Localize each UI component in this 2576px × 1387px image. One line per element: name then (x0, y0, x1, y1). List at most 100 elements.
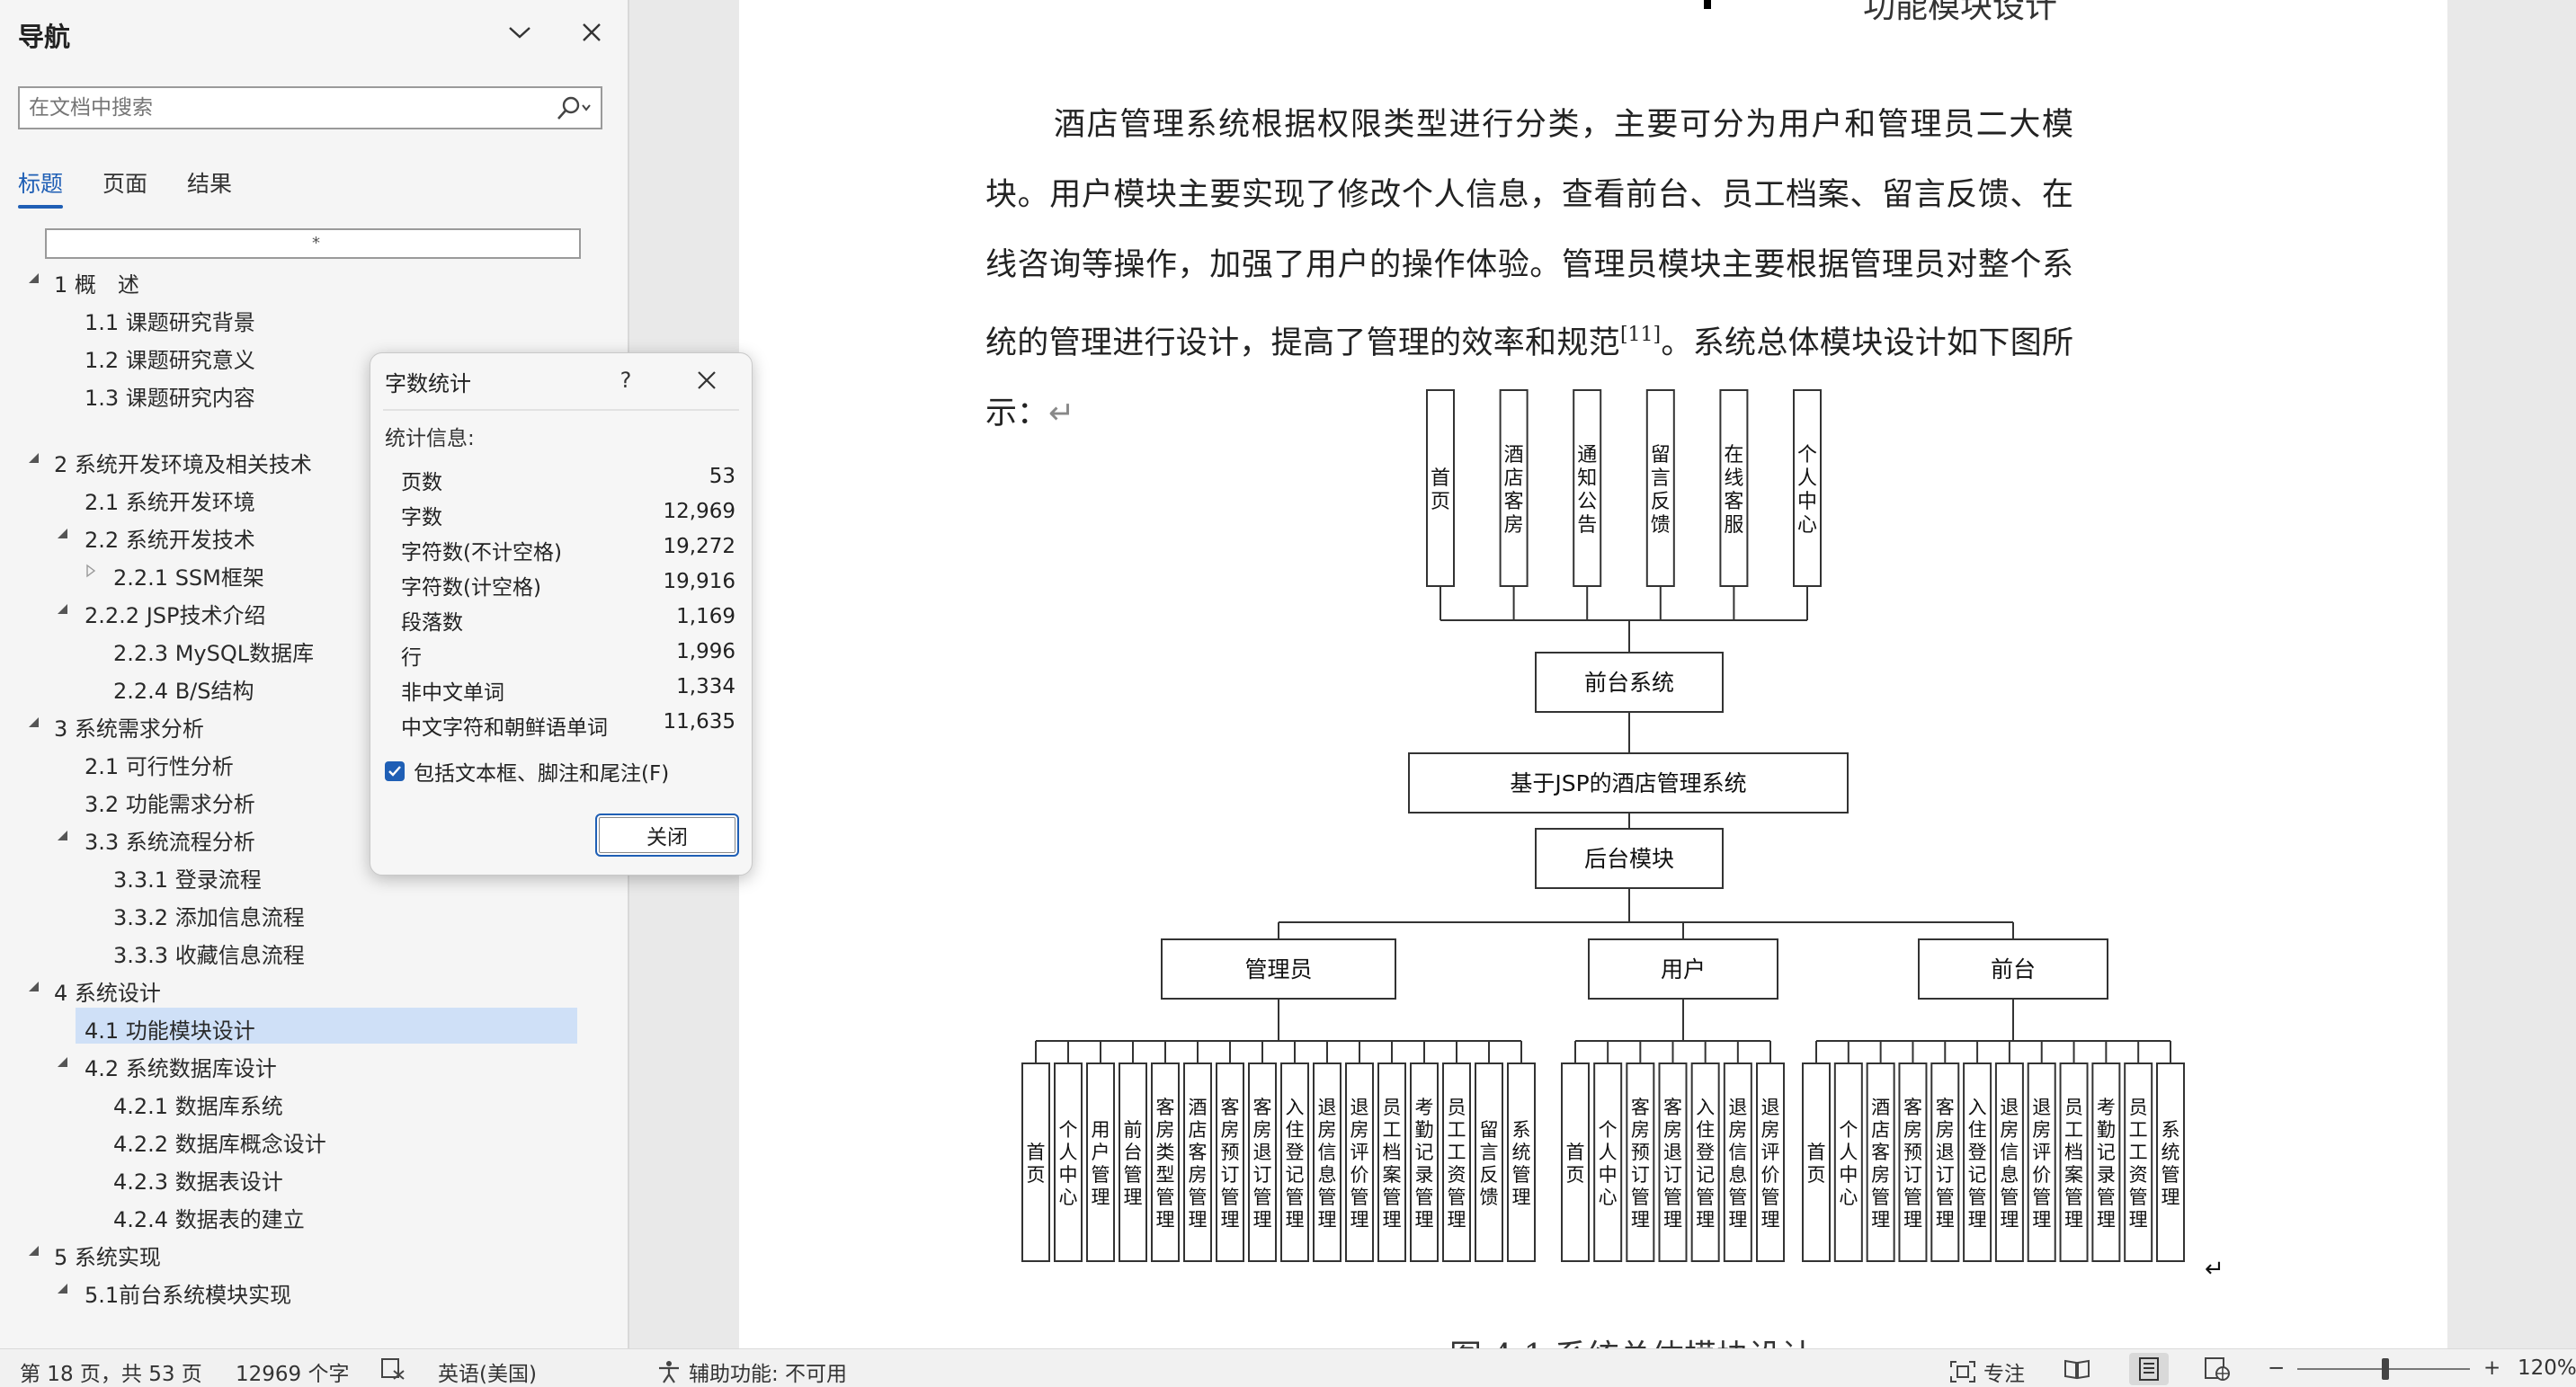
tree-top-heading-placeholder[interactable]: * (45, 228, 581, 259)
tree-item[interactable]: 1 概 述 (0, 262, 629, 298)
module-label: 员工工资管理 (1448, 1097, 1466, 1231)
module-box (1866, 1062, 1895, 1262)
tree-item[interactable]: 2 系统开发环境及相关技术 (0, 441, 629, 477)
tree-item[interactable]: 3.3.3 收藏信息流程 (0, 932, 629, 968)
module-label: 客房预订管理 (1903, 1097, 1922, 1231)
tree-item[interactable]: 4.2.3 数据表设计 (0, 1159, 629, 1195)
include-textboxes-checkbox[interactable] (385, 761, 405, 781)
back-system-box (1535, 828, 1724, 889)
print-layout-icon[interactable] (2129, 1353, 2169, 1385)
module-label: 酒店客房 (1504, 444, 1524, 537)
proofing-icon[interactable] (379, 1356, 414, 1380)
tree-item-label: 1.3 课题研究内容 (85, 386, 255, 411)
module-diagram[interactable]: 首页酒店客房通知公告留言反馈在线客服个人中心前台系统基于JSP的酒店管理系统后台… (739, 0, 2447, 1348)
nav-search-box (18, 86, 602, 129)
tree-item[interactable]: 2.2.2 JSP技术介绍 (0, 592, 629, 628)
expanded-triangle-icon[interactable] (25, 449, 45, 469)
stat-value: 53 (709, 465, 735, 488)
zoom-in-button[interactable]: + (2483, 1356, 2501, 1380)
collapsed-triangle-icon[interactable] (83, 563, 103, 582)
close-button[interactable]: 关闭 (595, 814, 739, 857)
tree-item-label: 2.2.2 JSP技术介绍 (85, 603, 266, 628)
module-box (1345, 1062, 1374, 1262)
zoom-slider-thumb[interactable] (2382, 1358, 2389, 1380)
read-mode-icon[interactable] (2057, 1353, 2097, 1385)
tree-item[interactable]: 3.2 功能需求分析 (0, 781, 629, 817)
expanded-triangle-icon[interactable] (54, 525, 74, 545)
module-label: 首页 (1431, 467, 1450, 513)
expanded-triangle-icon[interactable] (54, 1280, 74, 1300)
module-label: 员工工资管理 (2129, 1097, 2148, 1231)
tree-item-label: 2.1 可行性分析 (85, 754, 234, 779)
page-info[interactable]: 第 18 页，共 53 页 (20, 1363, 202, 1386)
word-count-status[interactable]: 12969 个字 (236, 1363, 350, 1386)
tree-item[interactable]: 2.1 可行性分析 (0, 743, 629, 779)
expanded-triangle-icon[interactable] (54, 1054, 74, 1073)
module-label: 留言反馈 (1480, 1119, 1499, 1208)
body-paragraph[interactable]: 酒店管理系统根据权限类型进行分类，主要可分为用户和管理员二大模块。用户模块主要实… (985, 90, 2073, 449)
tree-item-label: 3.3.2 添加信息流程 (113, 905, 305, 930)
tree-item[interactable]: 2.2 系统开发技术 (0, 517, 629, 553)
tree-item[interactable]: 4.2.2 数据库概念设计 (0, 1121, 629, 1157)
tree-item[interactable]: 2.2.3 MySQL数据库 (0, 630, 629, 666)
zoom-level[interactable]: 120% (2518, 1356, 2576, 1380)
dialog-help-button[interactable]: ? (619, 368, 632, 393)
tree-item[interactable]: 3.3 系统流程分析 (0, 819, 629, 855)
nav-search-input[interactable] (29, 93, 550, 122)
language-status[interactable]: 英语(美国) (438, 1363, 537, 1386)
dialog-divider (383, 409, 739, 411)
module-box (1833, 1062, 1863, 1262)
nav-close-icon[interactable] (572, 14, 611, 50)
expanded-triangle-icon[interactable] (54, 600, 74, 620)
module-label: 客房预订管理 (1631, 1097, 1650, 1231)
nav-options-chevron-icon[interactable] (500, 14, 539, 50)
dialog-close-icon[interactable] (687, 362, 726, 398)
expanded-triangle-icon[interactable] (25, 270, 45, 289)
search-icon[interactable] (548, 93, 597, 124)
tab-headings[interactable]: 标题 (18, 166, 64, 211)
tree-item[interactable]: 4.2 系统数据库设计 (0, 1045, 629, 1081)
stat-label: 行 (401, 646, 422, 670)
expanded-triangle-icon[interactable] (25, 978, 45, 998)
tree-item[interactable]: 1.3 课题研究内容 (0, 375, 629, 411)
tree-item[interactable]: 4.1 功能模块设计 (76, 1008, 577, 1044)
tree-item[interactable]: 2.2.4 B/S结构 (0, 668, 629, 704)
module-box (1216, 1062, 1244, 1262)
tree-item[interactable]: 1.2 课题研究意义 (0, 337, 629, 373)
citation-reference[interactable]: [11] (1619, 324, 1662, 346)
expanded-triangle-icon[interactable] (25, 1242, 45, 1262)
module-box (1963, 1062, 1992, 1262)
module-label: 客房退订管理 (1936, 1097, 1955, 1231)
tab-results[interactable]: 结果 (187, 171, 233, 197)
tree-item[interactable]: 5 系统实现 (0, 1234, 629, 1270)
zoom-out-button[interactable]: − (2268, 1356, 2286, 1380)
tree-item[interactable]: 4.2.4 数据表的建立 (0, 1196, 629, 1232)
tree-item[interactable]: 4 系统设计 (0, 970, 629, 1006)
module-label: 客房预订管理 (1221, 1097, 1240, 1231)
expanded-triangle-icon[interactable] (25, 714, 45, 734)
tree-item[interactable]: 3.3.2 添加信息流程 (0, 894, 629, 930)
tree-item[interactable]: 1.1 课题研究背景 (0, 299, 629, 335)
tree-item[interactable]: 4.2.1 数据库系统 (0, 1083, 629, 1119)
stat-row: 字符数(计空格)19,916 (401, 565, 735, 600)
tree-item[interactable]: 2.1 系统开发环境 (0, 479, 629, 515)
module-box (1802, 1062, 1831, 1262)
module-label: 酒店客房管理 (1189, 1097, 1208, 1231)
tree-item[interactable]: 3 系统需求分析 (0, 706, 629, 742)
accessibility-status[interactable]: 辅助功能: 不可用 (656, 1356, 847, 1387)
tab-pages[interactable]: 页面 (103, 171, 148, 197)
tree-item-label: 4.1 功能模块设计 (85, 1018, 255, 1044)
include-textboxes-option[interactable]: 包括文本框、脚注和尾注(F) (385, 756, 669, 787)
tree-item[interactable]: 5.1前台系统模块实现 (0, 1272, 629, 1308)
tree-item[interactable]: 3.3.1 登录流程 (0, 857, 629, 893)
tree-item-label: 1.2 课题研究意义 (85, 348, 255, 373)
focus-mode-button[interactable]: 专注 (1949, 1356, 2025, 1387)
expanded-triangle-icon[interactable] (54, 827, 74, 847)
web-layout-icon[interactable] (2197, 1353, 2237, 1385)
tree-item[interactable]: 2.2.1 SSM框架 (0, 555, 629, 591)
tree-item-label: 1 概 述 (54, 272, 139, 298)
